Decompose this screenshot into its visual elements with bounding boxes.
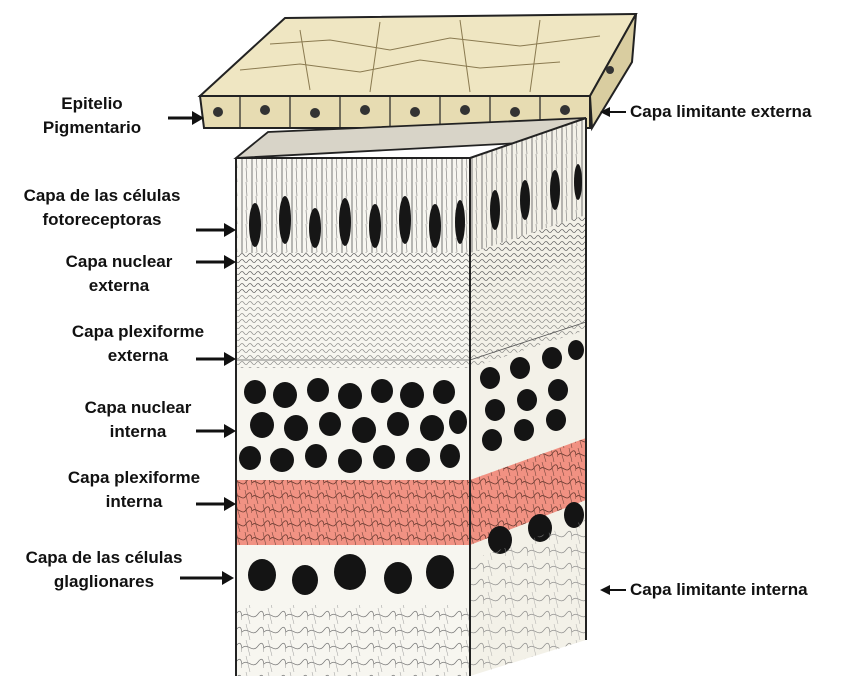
label-capa-limitante-externa: Capa limitante externa	[630, 100, 811, 124]
label-capa-limitante-interna: Capa limitante interna	[630, 578, 808, 602]
pigment-epithelium	[200, 14, 636, 128]
retina-block	[236, 118, 586, 676]
